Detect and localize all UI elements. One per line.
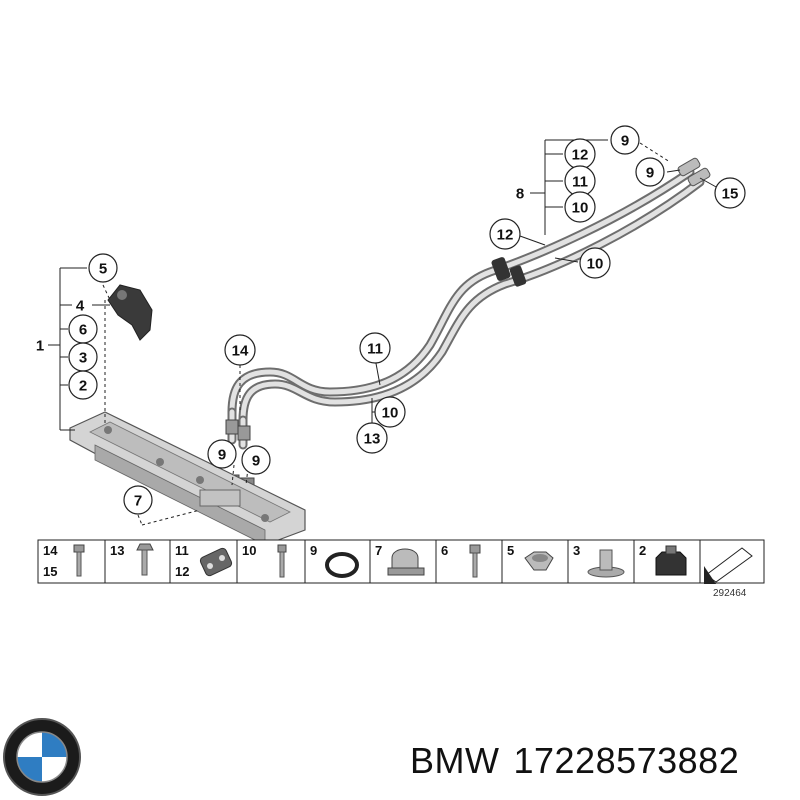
legend-15: 15 xyxy=(43,564,57,579)
callout-10-top-text: 10 xyxy=(572,200,589,217)
callout-11-top-text: 11 xyxy=(572,174,588,191)
callout-12-mid xyxy=(489,218,521,250)
legend-10: 10 xyxy=(242,543,256,558)
callout-10-mid-text: 10 xyxy=(587,256,604,273)
hex-nut-icon xyxy=(524,551,554,571)
oil-cooler xyxy=(69,411,306,546)
callout-9-left-text: 9 xyxy=(218,447,226,464)
callout-4-text: 4 xyxy=(76,298,85,315)
hex-bolt-icon xyxy=(469,544,481,578)
callout-15-text: 15 xyxy=(722,186,739,203)
line-clamp xyxy=(491,257,527,287)
callout-9-right-low-text: 9 xyxy=(252,453,260,470)
callout-11-mid-text: 11 xyxy=(367,341,383,358)
callout-1-text: 1 xyxy=(36,338,44,355)
callout-12-top-text: 12 xyxy=(572,147,589,164)
rubber-mount-icon xyxy=(587,549,625,578)
callout-5 xyxy=(88,253,118,283)
screw-icon xyxy=(277,544,287,578)
callout-3-text: 3 xyxy=(79,350,87,367)
callout-11-mid xyxy=(359,332,391,364)
callout-7 xyxy=(123,485,153,515)
callout-2-text: 2 xyxy=(79,378,87,395)
callout-8-text: 8 xyxy=(516,186,524,203)
callouts xyxy=(68,125,746,515)
legend-12: 12 xyxy=(175,564,189,579)
legend-9: 9 xyxy=(310,543,317,558)
bolt-with-washer-icon xyxy=(136,543,154,576)
legend-3: 3 xyxy=(573,543,580,558)
callout-9-right-text: 9 xyxy=(646,165,654,182)
legend-5: 5 xyxy=(507,543,514,558)
legend-11: 11 xyxy=(175,543,189,558)
callout-6-text: 6 xyxy=(79,322,87,339)
legend-14: 14 xyxy=(43,543,58,558)
callout-9-top xyxy=(610,125,640,155)
callout-9-top-text: 9 xyxy=(621,133,629,150)
legend-6: 6 xyxy=(441,543,448,558)
callout-7-text: 7 xyxy=(134,493,142,510)
part-caption: BMW 17228573882 xyxy=(410,740,753,782)
callout-10-low-text: 10 xyxy=(382,405,399,422)
callout-12-mid-text: 12 xyxy=(497,227,514,244)
callout-10-mid xyxy=(579,247,611,279)
o-ring-icon xyxy=(325,552,359,578)
callout-14-text: 14 xyxy=(232,343,249,360)
arrow-icon xyxy=(704,547,753,584)
leader-lines xyxy=(48,139,719,526)
callout-10-top xyxy=(564,191,596,223)
bmw-logo xyxy=(3,718,81,796)
callout-9-left xyxy=(207,439,237,469)
brand-name: BMW xyxy=(410,740,500,781)
pipe-clip-icon xyxy=(387,548,425,576)
legend-7: 7 xyxy=(375,543,382,558)
legend-13: 13 xyxy=(110,543,124,558)
diagram-number: 292464 xyxy=(713,588,747,599)
line-end-fittings xyxy=(677,157,711,187)
callout-15 xyxy=(714,177,746,209)
bolt-icon xyxy=(73,544,85,577)
callout-10-low xyxy=(374,396,406,428)
callout-9-right xyxy=(635,157,665,187)
line-clamp-icon xyxy=(199,547,233,577)
bushing-icon xyxy=(655,545,687,576)
legend-2: 2 xyxy=(639,543,646,558)
callout-13-text: 13 xyxy=(364,431,381,448)
parts-legend: 14 15 13 11 12 10 9 7 6 5 3 2 xyxy=(37,539,765,584)
part-number: 17228573882 xyxy=(513,740,740,781)
mounting-bracket xyxy=(107,284,153,341)
callout-2 xyxy=(68,370,98,400)
callout-9-right-low xyxy=(241,445,271,475)
callout-5-text: 5 xyxy=(99,261,107,278)
callout-numbers: 9 12 11 10 8 9 15 12 10 5 4 1 6 3 2 14 1… xyxy=(36,133,739,510)
oil-cooler-lines xyxy=(227,167,705,450)
callout-13 xyxy=(356,422,388,454)
callout-14 xyxy=(224,334,256,366)
